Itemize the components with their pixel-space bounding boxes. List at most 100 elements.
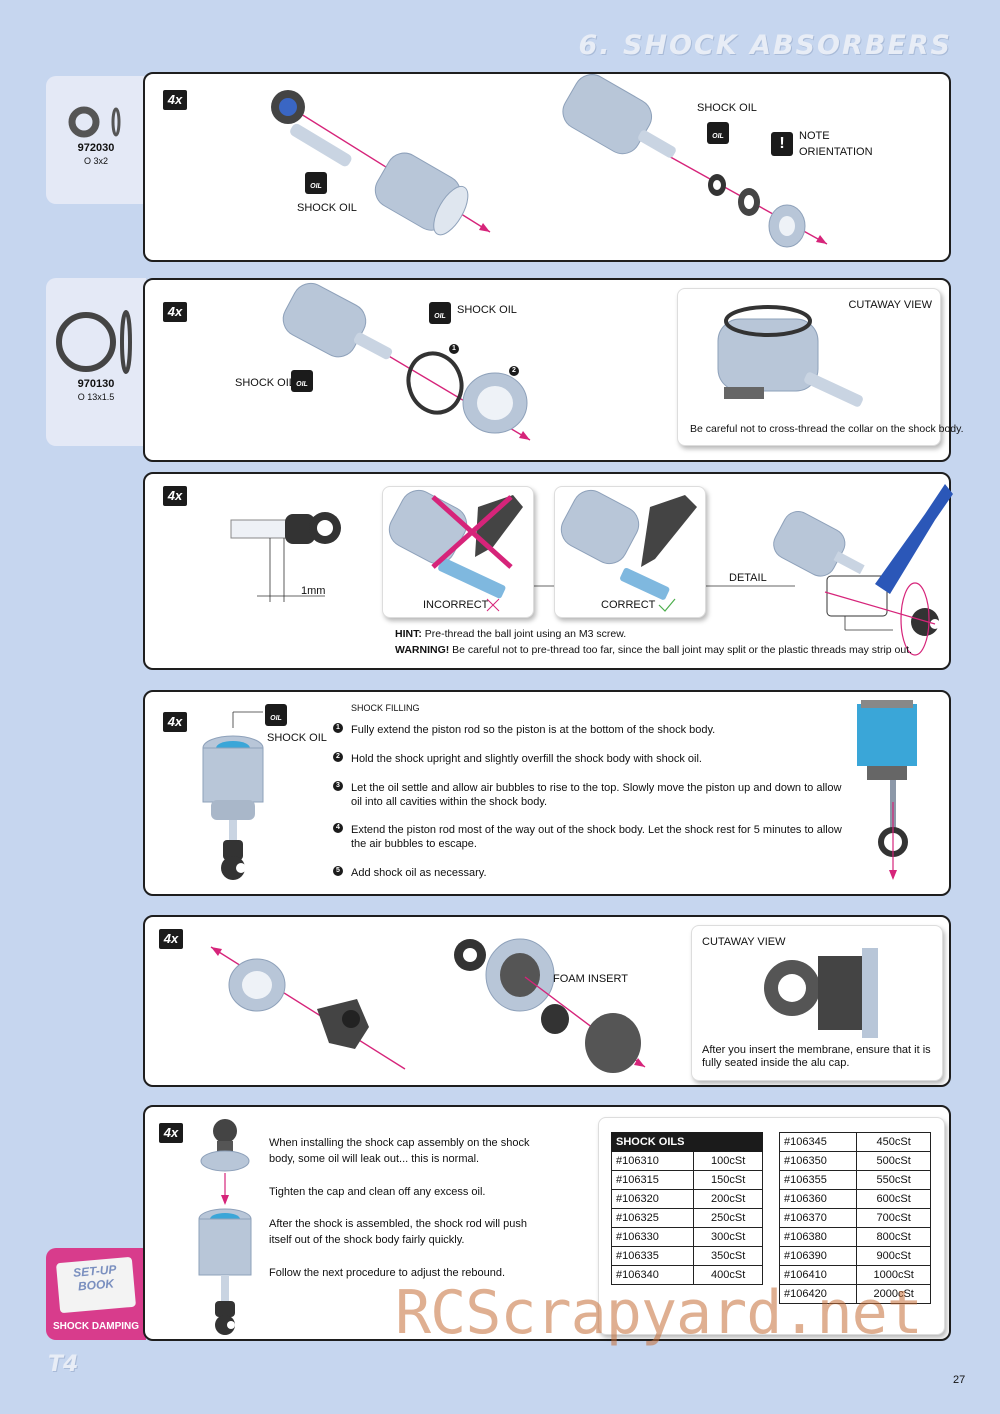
hint-label: HINT:: [395, 628, 422, 640]
step-panel-5: 4x FOAM INSERT CUTAWAY VIEW After you in…: [143, 915, 951, 1087]
quantity-badge: 4x: [163, 712, 187, 732]
measure-label: 1mm: [301, 585, 326, 597]
hint-body: Pre-thread the ball joint using an M3 sc…: [424, 628, 627, 640]
filling-step-1: 1 Fully extend the piston rod so the pist…: [333, 723, 851, 737]
oil-part-number: #106420: [778, 1284, 858, 1304]
cutaway-view-card: CUTAWAY VIEW Be careful not to cross-thr…: [677, 288, 964, 446]
oil-viscosity: 150cSt: [693, 1170, 763, 1190]
note-label: NOTE: [799, 130, 830, 142]
oil-viscosity: 600cSt: [856, 1189, 931, 1209]
oil-part-number: #106345: [778, 1132, 858, 1152]
instruction-paragraph: When installing the shock cap assembly o…: [269, 1137, 530, 1165]
oil-viscosity: 200cSt: [693, 1189, 763, 1209]
oil-viscosity: 2000cSt: [856, 1284, 931, 1304]
hint-text: HINT: Pre-thread the ball joint using an…: [395, 628, 626, 641]
warning-label: WARNING!: [395, 644, 450, 656]
step-number: 1: [333, 723, 343, 733]
oil-part-number: #106370: [778, 1208, 858, 1228]
cutaway-caption: Be careful not to cross-thread the colla…: [690, 423, 964, 435]
oil-part-number: #106355: [778, 1170, 858, 1190]
part-desc: O 13x1.5: [77, 392, 115, 402]
quantity-badge: 4x: [163, 90, 187, 110]
part-tab-970130: 970130 O 13x1.5: [46, 278, 146, 446]
warning-icon: !: [771, 132, 793, 156]
part-tab-972030: 972030 O 3x2: [46, 76, 146, 204]
o-ring-small-icon: [68, 106, 121, 138]
step-number: 2: [333, 752, 343, 762]
oil-part-number: #106360: [778, 1189, 858, 1209]
part-desc: O 3x2: [83, 156, 108, 166]
oil-icon: OIL: [305, 172, 327, 194]
oil-viscosity: 250cSt: [693, 1208, 763, 1228]
step-panel-3: 4x 1mm INCORRECT: [143, 472, 953, 670]
oil-viscosity: 400cSt: [693, 1265, 763, 1285]
cutaway-cap-illustration: [764, 948, 878, 1038]
warning-body: Be careful not to pre-thread too far, si…: [452, 644, 913, 656]
cutaway-caption: After you insert the membrane, ensure th…: [702, 1044, 931, 1069]
setup-book-icon: SET-UP BOOK: [55, 1256, 137, 1314]
watermark: RCScrapyard.net: [395, 1278, 923, 1348]
oil-part-number: #106315: [610, 1170, 695, 1190]
correct-card: CORRECT: [554, 486, 706, 618]
shock-oil-label: SHOCK OIL: [697, 102, 757, 114]
step-number: 5: [333, 866, 343, 876]
setup-book-tab[interactable]: SET-UP BOOK SHOCK DAMPING: [46, 1248, 146, 1340]
shock-cap-illustration: [210, 938, 646, 1073]
setup-caption: SHOCK DAMPING: [52, 1321, 140, 1332]
shock-filling-illustration: [202, 700, 917, 880]
oil-viscosity: 300cSt: [693, 1227, 763, 1247]
correct-label: CORRECT: [601, 599, 656, 611]
shock-oil-label: SHOCK OIL: [267, 732, 327, 744]
warning-text: WARNING! Be careful not to pre-thread to…: [395, 644, 912, 657]
oil-part-number: #106335: [610, 1246, 695, 1266]
incorrect-illustration: [388, 489, 523, 612]
step-number: 4: [333, 823, 343, 833]
oil-viscosity: 700cSt: [856, 1208, 931, 1228]
shock-oils-title: SHOCK OILS: [611, 1132, 763, 1152]
step-text: Extend the piston rod most of the way ou…: [351, 824, 842, 850]
quantity-badge: 4x: [163, 486, 187, 506]
detail-label: DETAIL: [729, 572, 767, 584]
quantity-badge: 4x: [159, 1123, 183, 1143]
step-panel-1: 4x OIL SHOCK OIL SHOCK OIL OIL ! NOTE OR…: [143, 72, 951, 262]
oil-viscosity: 450cSt: [856, 1132, 931, 1152]
collar-oring-illustration: [282, 282, 531, 441]
page-title: 6. SHOCK ABSORBERS: [578, 30, 952, 61]
step-number-2: 2: [509, 366, 519, 376]
instruction-paragraph: After the shock is assembled, the shock …: [269, 1218, 528, 1246]
shock-oil-label: SHOCK OIL: [297, 202, 357, 214]
page-number: 27: [953, 1374, 966, 1386]
step-text: Add shock oil as necessary.: [351, 867, 487, 879]
foam-insert-label: FOAM INSERT: [553, 973, 628, 985]
step-number-1: 1: [449, 344, 459, 354]
cutaway-shock-illustration: [717, 305, 863, 407]
oil-part-number: #106390: [778, 1246, 858, 1266]
step-text: Let the oil settle and allow air bubbles…: [351, 782, 842, 808]
quantity-badge: 4x: [163, 302, 187, 322]
oil-viscosity: 550cSt: [856, 1170, 931, 1190]
oil-viscosity: 900cSt: [856, 1246, 931, 1266]
incorrect-label: INCORRECT: [423, 599, 489, 611]
oil-part-number: #106330: [610, 1227, 695, 1247]
instruction-paragraph: Follow the next procedure to adjust the …: [269, 1267, 506, 1279]
step-text: Fully extend the piston rod so the pisto…: [351, 724, 716, 736]
oil-icon: OIL: [707, 122, 729, 144]
oil-part-number: #106310: [610, 1151, 695, 1171]
t4-logo: T4: [48, 1352, 79, 1377]
shock-shaft-illustration: [271, 74, 828, 248]
